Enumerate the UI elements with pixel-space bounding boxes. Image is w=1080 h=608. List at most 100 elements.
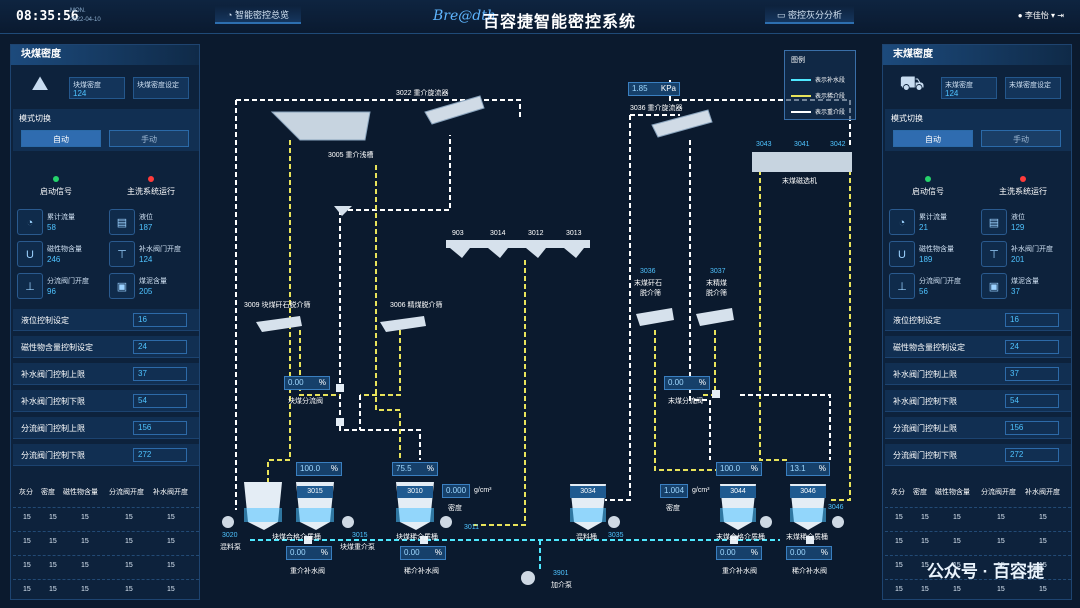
cell: 15 [167, 586, 175, 593]
fine-dilute-water-value[interactable]: 0.00% [786, 546, 832, 560]
label-3046b: 3046 [828, 504, 844, 511]
setting-input[interactable]: 272 [1005, 448, 1059, 462]
split-fine-value[interactable]: 0.00% [664, 376, 710, 390]
tank-fill [296, 508, 334, 522]
tank-icon: ▤ [109, 209, 135, 235]
valve-icon[interactable] [336, 384, 344, 392]
label-density: 密度 [666, 505, 680, 512]
setting-row: 磁性物含量控制设定 24 [13, 336, 199, 358]
cell: 15 [49, 586, 57, 593]
heavy-water-value[interactable]: 0.00% [286, 546, 332, 560]
coal-cart-icon: ⛟ [899, 73, 925, 95]
right-panel-title: 末煤密度 [883, 45, 1071, 65]
setting-label: 磁性物含量控制设定 [21, 343, 93, 352]
cell: 15 [1039, 514, 1047, 521]
valve-icon[interactable] [730, 536, 738, 544]
label-qual-bucket: 块煤合格介质桶 [272, 534, 321, 541]
valve-icon[interactable] [806, 536, 814, 544]
density-set-box[interactable]: 块煤密度设定 [133, 77, 189, 99]
metric-value: 21 [919, 223, 928, 232]
density-3044-value: 1.004 [660, 484, 688, 498]
label-fine-gangue2: 脱介筛 [640, 290, 661, 297]
valve-icon[interactable] [712, 390, 720, 398]
cell: 15 [167, 562, 175, 569]
brand-logo: Bre@dth [433, 8, 496, 24]
valve-icon: ⊤ [109, 241, 135, 267]
valve-icon: ⊥ [17, 273, 43, 299]
density-3010-value: 0.000 [442, 484, 470, 498]
value: 0.00 [720, 548, 736, 557]
setting-input[interactable]: 16 [1005, 313, 1059, 327]
page-title: 百容捷智能密控系统 [483, 14, 637, 31]
setting-input[interactable]: 272 [133, 448, 187, 462]
dilute-water-value[interactable]: 0.00% [400, 546, 446, 560]
cell: 15 [49, 562, 57, 569]
main-wash-indicator [1020, 176, 1026, 182]
cell: 15 [921, 586, 929, 593]
setting-label: 液位控制设定 [893, 316, 941, 325]
fine-heavy-water-value[interactable]: 0.00% [716, 546, 762, 560]
label-3036: 3036 [640, 268, 656, 275]
top-bar: 08:35:56 MON.2022-04-10 ◔ 智能密控总览 Bre@dth… [0, 0, 1080, 34]
metric-label: 磁性物含量 [47, 246, 82, 253]
metric-value: 246 [47, 255, 61, 264]
cell: 15 [23, 514, 31, 521]
label-3006: 3006 精煤脱介筛 [390, 302, 443, 309]
screen-3009 [256, 316, 302, 332]
user-menu[interactable]: ● 李佳怡 ▾ ⇥ [1018, 10, 1064, 21]
level-3046-value: 13.1% [786, 462, 830, 476]
nav-overview-button[interactable]: ◔ 智能密控总览 [215, 6, 301, 24]
setting-input[interactable]: 37 [1005, 367, 1059, 381]
hopper [526, 248, 546, 258]
setting-label: 补水阀门控制下限 [21, 397, 85, 406]
date: 2022-04-10 [70, 17, 101, 23]
label-3012: 3012 [528, 230, 544, 237]
auto-button[interactable]: 自动 [893, 130, 973, 147]
setting-input[interactable]: 156 [1005, 421, 1059, 435]
valve-icon[interactable] [420, 536, 428, 544]
label-3035: 3035 [608, 532, 624, 539]
grid-header-cell: 磁性物含量 [63, 489, 98, 496]
cell: 15 [953, 586, 961, 593]
setting-input[interactable]: 16 [133, 313, 187, 327]
pipe-heavy [339, 210, 421, 460]
cell: 15 [23, 538, 31, 545]
hopper [564, 248, 584, 258]
setting-input[interactable]: 37 [133, 367, 187, 381]
label-split-block: 块煤分流阀 [288, 398, 323, 405]
magnet-icon: U [17, 241, 43, 267]
metric-label: 磁性物含量 [919, 246, 954, 253]
pipe-dilute [759, 170, 790, 461]
value: 0.00 [404, 548, 420, 557]
cell: 15 [49, 514, 57, 521]
setting-input[interactable]: 54 [1005, 394, 1059, 408]
label-dilute-water: 稀介补水阀 [404, 568, 439, 575]
auto-button[interactable]: 自动 [21, 130, 101, 147]
valve-icon[interactable] [304, 536, 312, 544]
logout-icon[interactable]: ⇥ [1057, 11, 1064, 20]
valve-icon[interactable] [336, 418, 344, 426]
manual-button[interactable]: 手动 [109, 130, 189, 147]
setting-input[interactable]: 24 [133, 340, 187, 354]
unit: % [320, 548, 328, 557]
split-block-value[interactable]: 0.00% [284, 376, 330, 390]
manual-button[interactable]: 手动 [981, 130, 1061, 147]
setting-input[interactable]: 24 [1005, 340, 1059, 354]
tank-fill [244, 508, 282, 522]
label-mix-bucket: 混料桶 [576, 534, 597, 541]
chip-icon: ▣ [981, 273, 1007, 299]
unit: % [750, 464, 758, 473]
label-3005: 3005 重介浅槽 [328, 152, 374, 159]
metric-value: 205 [139, 287, 153, 296]
setting-input[interactable]: 54 [133, 394, 187, 408]
density-set-box[interactable]: 末煤密度设定 [1005, 77, 1061, 99]
metric-label: 液位 [1011, 214, 1025, 221]
setting-input[interactable]: 156 [133, 421, 187, 435]
metric-label: 补水阀门开度 [139, 246, 181, 253]
nav-analysis-button[interactable]: ▭ 密控灰分分析 [765, 6, 855, 24]
